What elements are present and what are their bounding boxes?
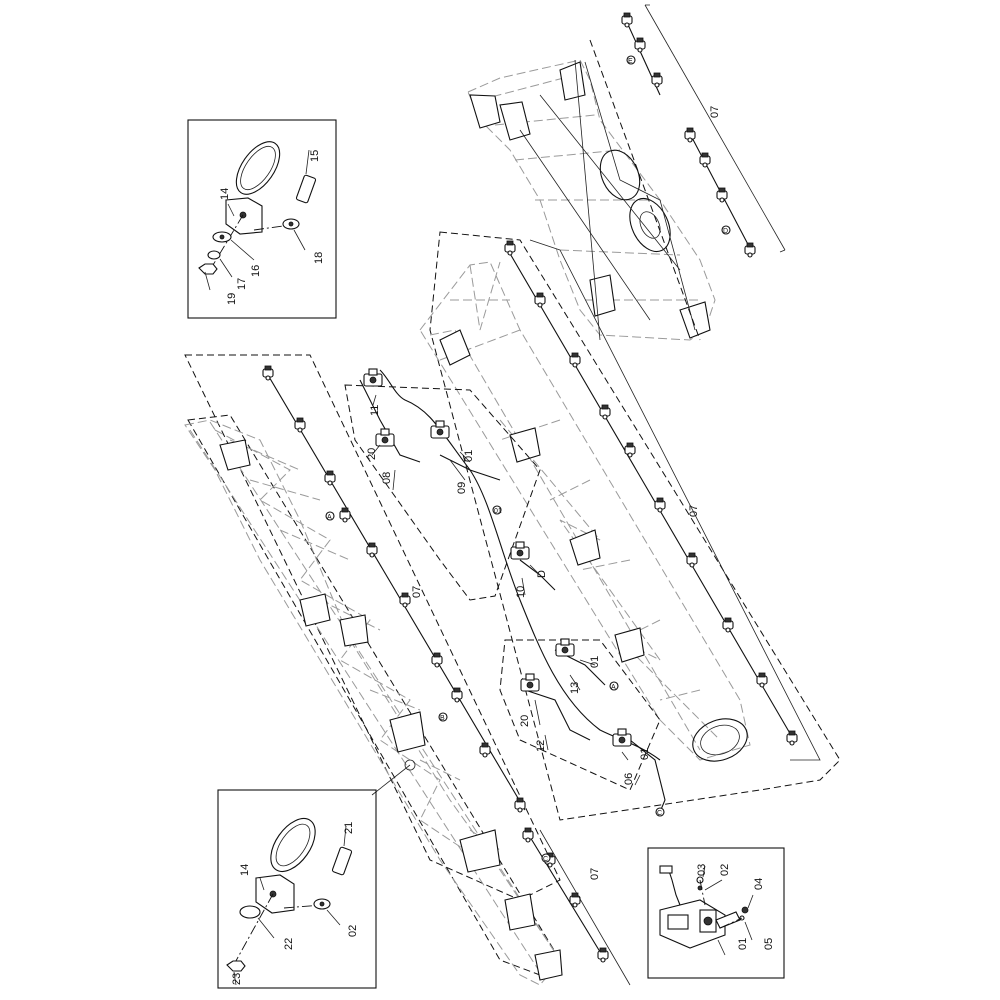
label-21: 21 <box>343 822 355 834</box>
label-12: 12 <box>535 740 547 752</box>
label-19: 19 <box>226 293 238 305</box>
boom-section-left: A B 07 C 07 <box>184 354 631 986</box>
detail-box-bottom-right: 03 02 04 01 05 <box>647 847 785 979</box>
label-17: 17 <box>236 278 248 290</box>
label-13: 13 <box>569 682 581 694</box>
detail-box-top-left: 14 15 16 17 18 19 <box>187 119 337 319</box>
label-11: 11 <box>369 405 381 416</box>
label-22: 22 <box>283 938 295 950</box>
label-08: 08 <box>381 472 393 484</box>
label-10: 10 <box>515 586 527 598</box>
label-23: 23 <box>231 973 243 985</box>
label-02-bottom-right: 02 <box>719 864 731 876</box>
label-18: 18 <box>313 252 325 264</box>
detail-box-bottom-left: 14 21 22 02 23 <box>217 789 377 989</box>
label-03: 03 <box>696 864 708 876</box>
label-07-bottom: 07 <box>589 868 601 880</box>
label-01-b: D <box>536 570 548 578</box>
circle-label-a-left: A <box>327 514 332 521</box>
label-20-upper: 20 <box>366 448 378 460</box>
label-01-c: 01 <box>589 656 601 668</box>
circle-label-b-left: B <box>440 715 445 722</box>
boom-section-center: 07 <box>419 231 841 821</box>
harness-section: 01 A C 11 20 08 01 09 D 10 01 13 20 12 0… <box>344 368 666 817</box>
label-01-d: 01 <box>639 748 651 760</box>
label-14: 14 <box>219 188 231 200</box>
label-01-a: 01 <box>463 450 475 462</box>
circle-label-a-harness: A <box>611 684 616 691</box>
label-20-lower: 20 <box>519 715 531 727</box>
boom-section-top: E D 07 <box>467 4 786 341</box>
label-06: 06 <box>623 773 635 785</box>
label-04: 04 <box>753 878 765 890</box>
label-14-bottom: 14 <box>239 864 251 876</box>
circle-label-e: E <box>628 58 633 65</box>
label-07-left: 07 <box>411 586 423 598</box>
label-07-top: 07 <box>709 106 721 118</box>
circle-label-c-bottom: C <box>543 856 548 863</box>
circle-label-c-harness: C <box>657 810 662 817</box>
label-02-bottom-left: 02 <box>347 925 359 937</box>
label-05: 05 <box>763 938 775 950</box>
circle-label-d-top: D <box>723 228 728 235</box>
label-16: 16 <box>250 265 262 277</box>
label-07-center: 07 <box>688 505 700 517</box>
label-01-detail: 01 <box>737 938 749 950</box>
label-09: 09 <box>456 482 468 494</box>
circle-label-d-harness: 01 <box>494 508 502 515</box>
label-15: 15 <box>309 150 321 162</box>
